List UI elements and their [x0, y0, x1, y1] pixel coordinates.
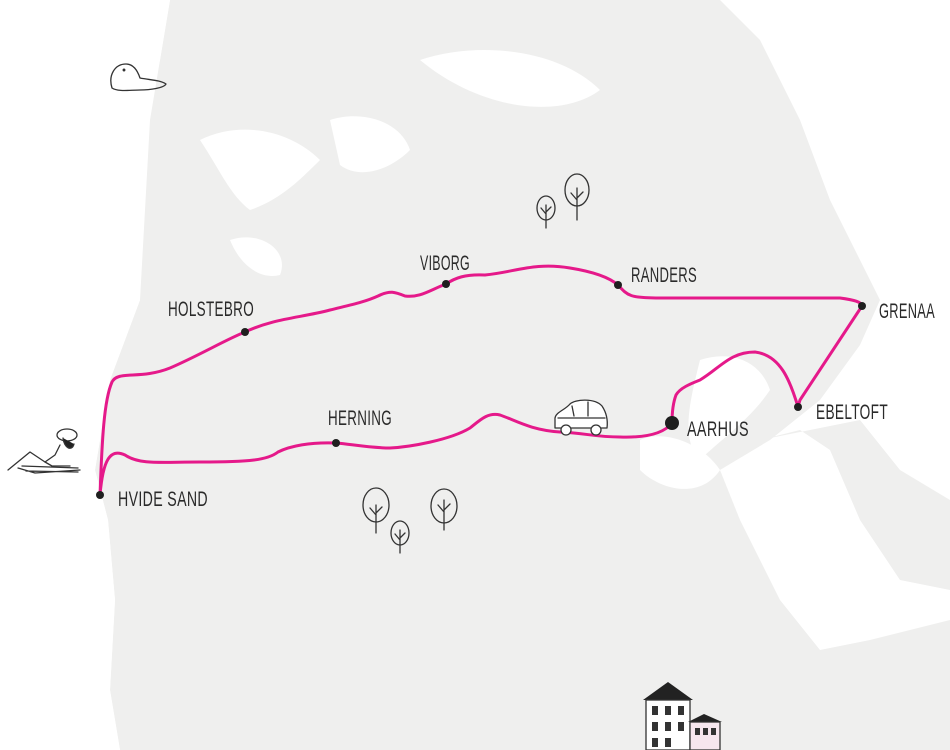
label-grenaa: GRENAA [879, 300, 935, 323]
marker-viborg[interactable] [442, 280, 450, 288]
car-icon [554, 399, 608, 436]
marker-randers[interactable] [614, 281, 622, 289]
seal-icon [110, 63, 167, 92]
tree-icon [362, 487, 458, 554]
marker-ebeltoft[interactable] [794, 403, 802, 411]
sunbather-icon [7, 428, 81, 474]
route-line [98, 264, 864, 497]
marker-holstebro[interactable] [241, 328, 249, 336]
label-herning: HERNING [328, 407, 392, 430]
label-viborg: VIBORG [420, 252, 470, 275]
marker-grenaa[interactable] [858, 302, 866, 310]
label-holstebro: HOLSTEBRO [168, 298, 254, 321]
water-inlets [0, 0, 770, 750]
land-mass [95, 0, 950, 750]
marker-hvide-sand[interactable] [96, 491, 104, 499]
label-hvide-sand: HVIDE SAND [118, 488, 208, 511]
city-markers [96, 280, 866, 499]
marker-herning[interactable] [332, 439, 340, 447]
tree-icon [536, 173, 590, 229]
label-aarhus: AARHUS [687, 418, 749, 441]
label-randers: RANDERS [631, 264, 697, 287]
label-ebeltoft: EBELTOFT [816, 401, 888, 424]
houses-icon [643, 682, 722, 750]
marker-aarhus[interactable] [665, 416, 679, 430]
